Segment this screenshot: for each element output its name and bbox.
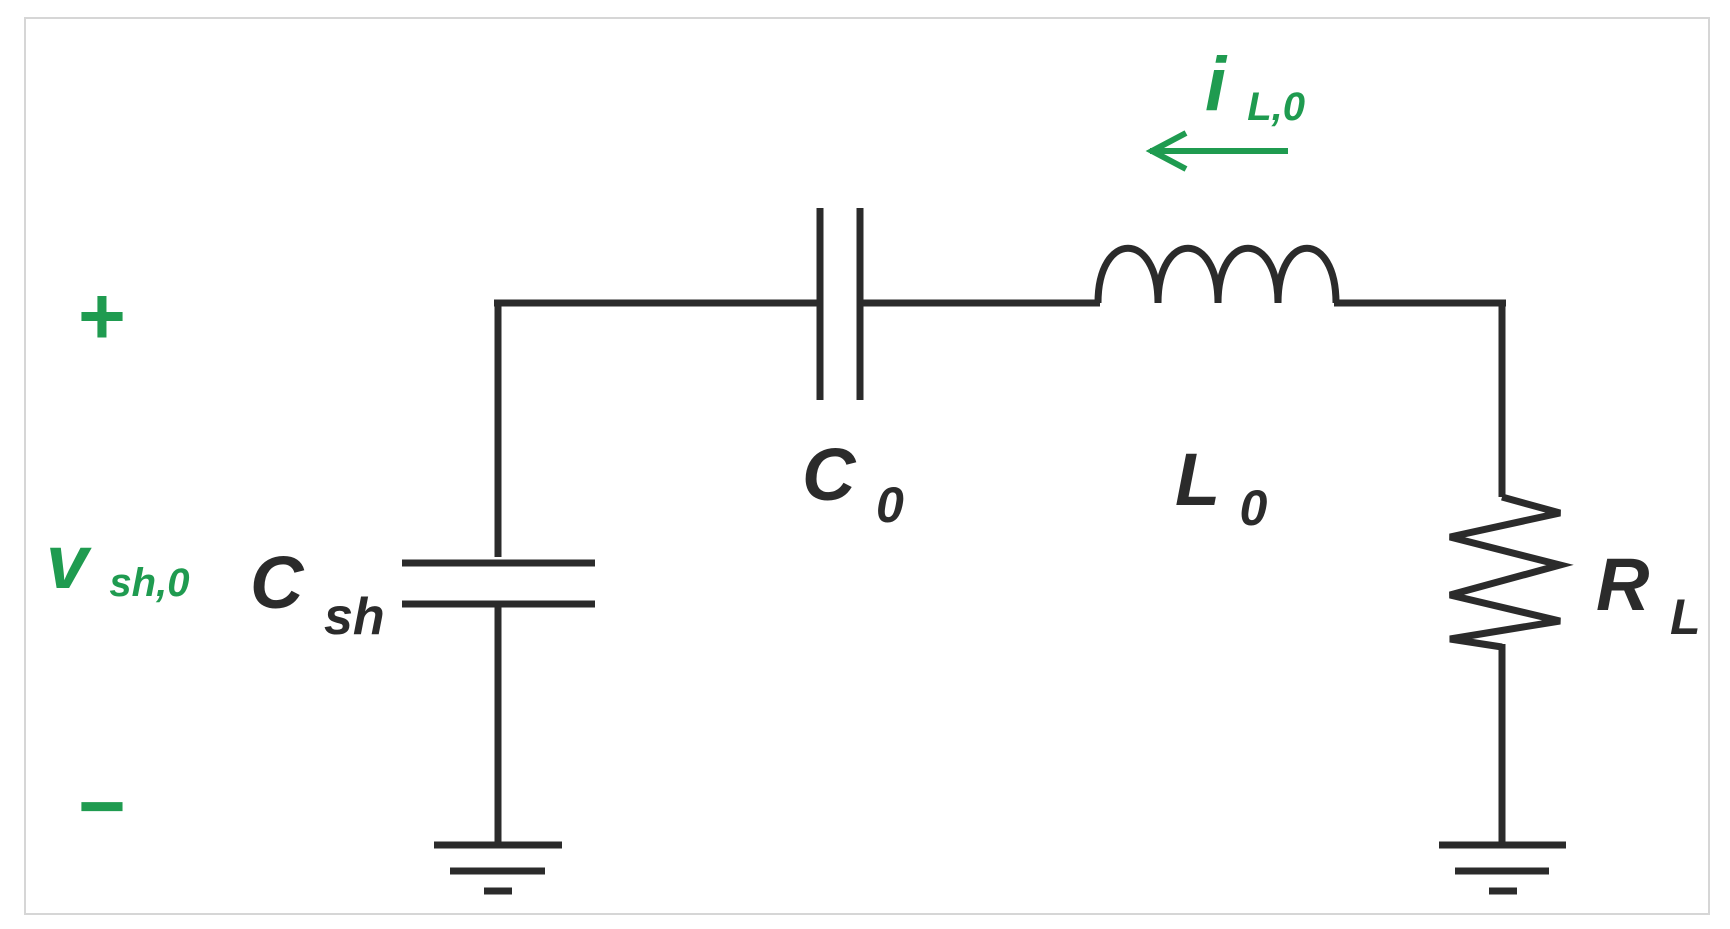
inductor-l0 — [1094, 244, 1340, 304]
label-c0-sub: 0 — [876, 477, 904, 533]
label-l0-main: L — [1175, 438, 1219, 521]
wires — [494, 299, 1506, 842]
label-minus: − — [78, 761, 126, 852]
capacitor-csh — [402, 559, 595, 608]
label-current-sub: L,0 — [1247, 85, 1305, 129]
label-csh-main: C — [250, 541, 305, 624]
ground-left — [434, 841, 562, 895]
label-l0: L 0 — [1175, 438, 1267, 536]
label-plus: + — [78, 271, 126, 362]
label-current-main: i — [1205, 42, 1228, 127]
current-arrow-head — [1145, 130, 1188, 172]
capacitor-c0 — [816, 208, 864, 400]
label-csh: C sh — [250, 541, 385, 646]
label-current: i L,0 — [1205, 42, 1305, 129]
label-rl-sub: L — [1670, 589, 1701, 645]
label-rl: R L — [1596, 543, 1701, 645]
ground-right — [1439, 841, 1566, 895]
label-c0: C 0 — [802, 433, 904, 533]
label-voltage: v sh,0 — [46, 520, 189, 605]
label-csh-sub: sh — [324, 588, 385, 646]
label-voltage-sub: sh,0 — [109, 561, 189, 605]
label-voltage-main: v — [46, 520, 92, 605]
resistor-rl — [1449, 493, 1574, 651]
current-arrow — [1145, 130, 1288, 172]
label-c0-main: C — [802, 433, 857, 516]
label-rl-main: R — [1596, 543, 1649, 626]
label-l0-sub: 0 — [1239, 480, 1267, 536]
diagram-frame — [24, 17, 1710, 915]
